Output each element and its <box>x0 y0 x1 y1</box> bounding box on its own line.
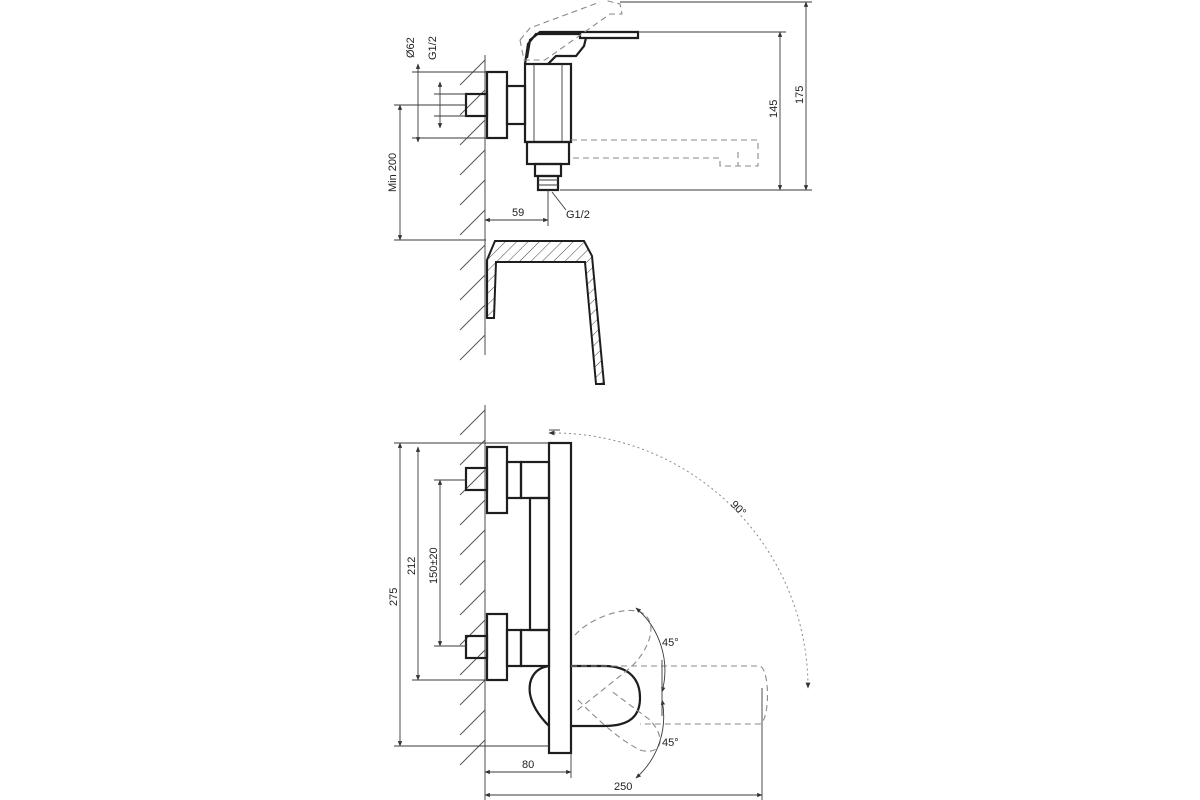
dim-lever-angle-down-label: 45° <box>662 737 679 749</box>
lever-handle <box>519 0 640 65</box>
lever-positions <box>571 609 768 752</box>
dim-total-height-front: 275 <box>388 442 549 747</box>
dim-lever-angle-up-label: 45° <box>662 637 679 649</box>
swing-arc: 90° <box>548 429 811 689</box>
dim-min-height-label: Min 200 <box>387 153 399 192</box>
mixer-body <box>528 441 573 755</box>
dim-spout-height: 145 <box>560 31 786 191</box>
dim-total-height-front-label: 275 <box>388 588 400 606</box>
dim-reach-label: 250 <box>614 781 632 793</box>
spout-outline <box>571 139 759 167</box>
dim-offset-label: 59 <box>512 207 524 219</box>
dim-diameter-label: Ø62 <box>405 37 417 58</box>
lever-oval <box>528 664 642 728</box>
cover-section <box>485 240 606 385</box>
dim-spout-height-label: 145 <box>768 100 780 118</box>
wall-lower <box>459 405 486 770</box>
wall-flange <box>464 70 527 140</box>
dim-thread-outlet-label: G1/2 <box>566 209 590 221</box>
dim-depth-label: 80 <box>522 759 534 771</box>
side-view: Ø62 G1/2 Min 200 59 G1/2 <box>387 0 812 385</box>
dim-body-height-label: 212 <box>406 557 418 575</box>
dim-reach: 250 <box>484 688 763 800</box>
dim-diameter: Ø62 <box>405 37 487 143</box>
inlet-connector-top <box>464 445 551 515</box>
lever-angle-arcs: 45° 45° <box>635 607 679 779</box>
dim-total-height: 175 <box>620 1 812 191</box>
dim-min-height: Min 200 <box>387 104 486 241</box>
valve-body <box>523 62 573 192</box>
dim-inlet-spacing-label: 150±20 <box>428 547 440 584</box>
front-view: 90° 45° 45° 275 212 150±20 <box>388 405 811 800</box>
dim-offset: 59 <box>484 190 549 226</box>
dim-body-height: 212 <box>406 446 487 681</box>
dim-total-height-label: 175 <box>794 86 806 104</box>
dim-thread-outlet: G1/2 <box>551 191 590 221</box>
dim-swing-angle-label: 90° <box>728 499 748 519</box>
dim-inlet-spacing: 150±20 <box>428 479 466 647</box>
dim-depth: 80 <box>484 753 572 778</box>
wall-upper <box>459 55 486 361</box>
dim-thread-inlet-label: G1/2 <box>427 36 439 60</box>
